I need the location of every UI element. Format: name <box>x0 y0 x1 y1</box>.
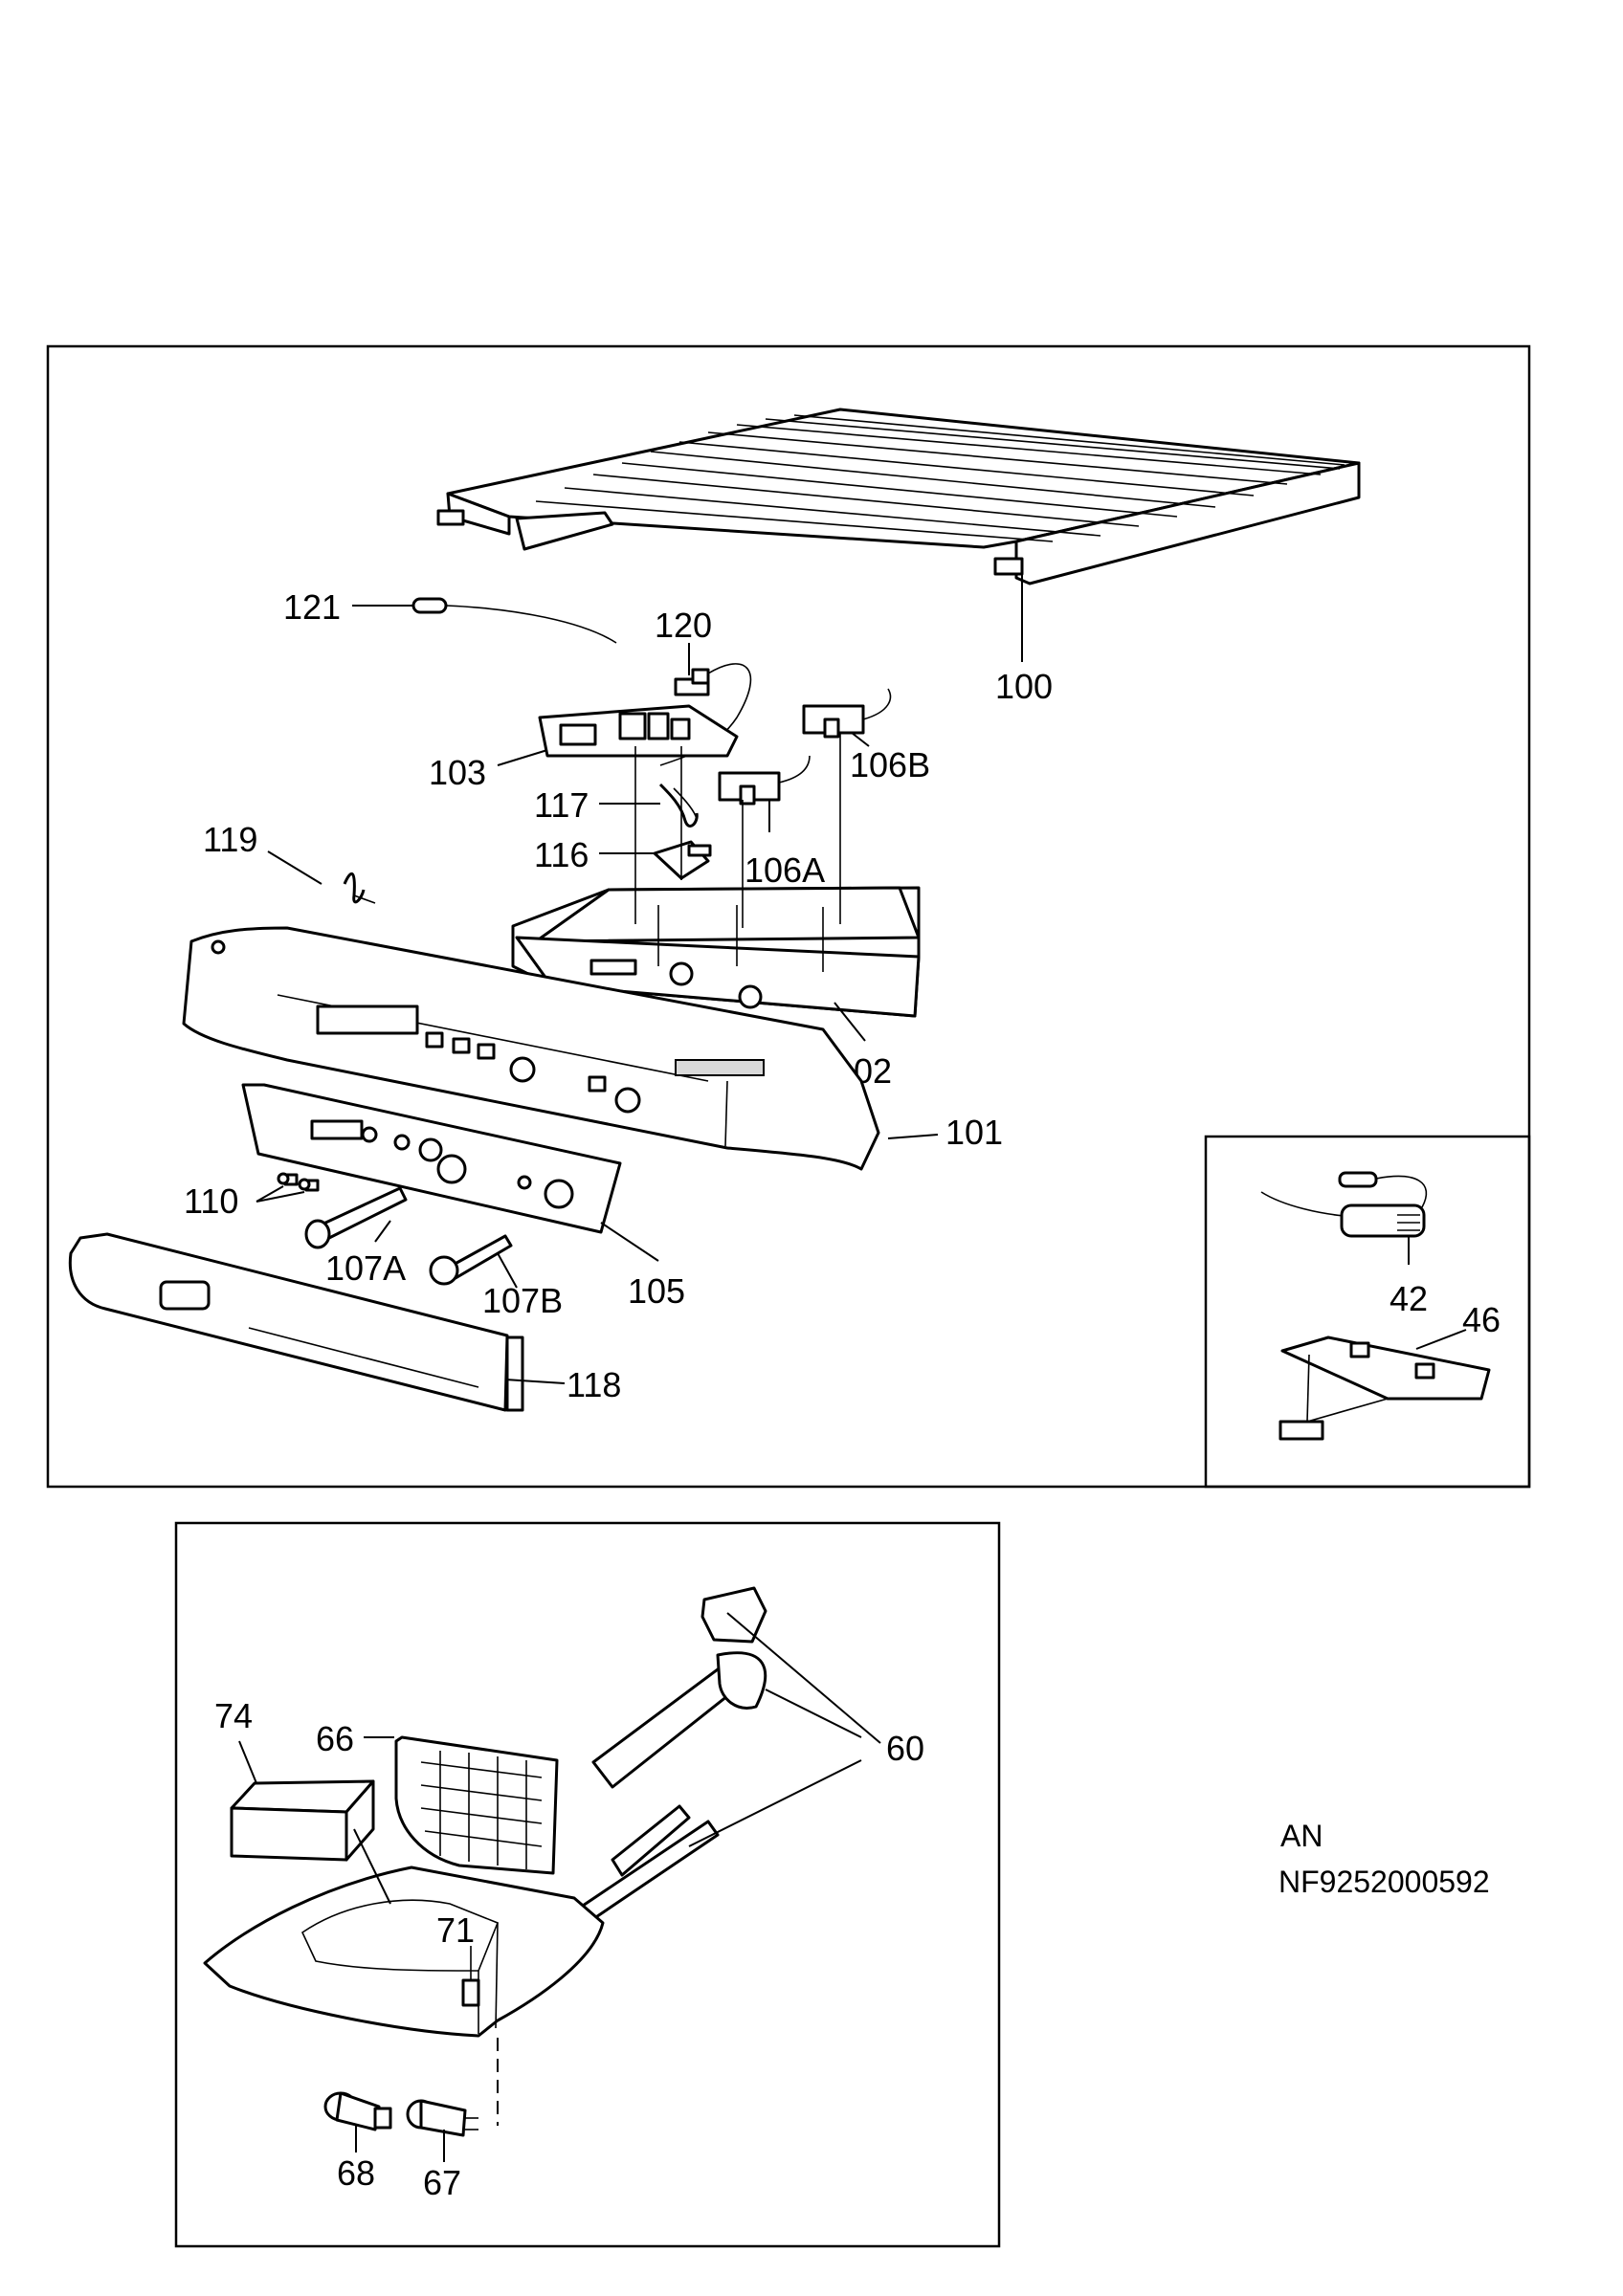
callout-106A: 106A <box>745 850 825 890</box>
callout-107A: 107A <box>325 1248 406 1288</box>
part-106B-module <box>802 688 892 739</box>
inset-panel-frame <box>1204 1135 1531 1489</box>
lower-panel-frame <box>174 1521 1001 2248</box>
part-110-knobs <box>277 1172 320 1192</box>
callout-67: 67 <box>423 2163 461 2202</box>
part-71-pin <box>461 1946 480 2007</box>
callout-110: 110 <box>184 1181 238 1221</box>
callout-105: 105 <box>628 1271 685 1311</box>
callout-120: 120 <box>655 606 712 645</box>
callout-117: 117 <box>534 785 589 825</box>
part-67-socket <box>406 2099 478 2137</box>
part-42-sensor-unit <box>1260 1171 1428 1238</box>
part-101-front-panel <box>182 926 880 1171</box>
part-120-connector <box>659 663 752 766</box>
part-107A-shaft <box>304 1186 408 1249</box>
part-68-bulb <box>323 2091 392 2131</box>
callout-101: 101 <box>945 1113 1003 1152</box>
callout-66: 66 <box>316 1719 354 1758</box>
callout-42: 42 <box>1390 1279 1428 1318</box>
callout-60: 60 <box>886 1729 924 1768</box>
callout-119: 119 <box>203 820 257 859</box>
part-121-sensor <box>411 597 617 644</box>
callout-121: 121 <box>283 587 341 627</box>
part-106A-module <box>718 755 811 806</box>
part-118-trim <box>68 1232 524 1412</box>
part-117-clip <box>658 783 699 828</box>
callout-107B: 107B <box>482 1281 563 1320</box>
part-103-board <box>538 704 739 758</box>
callout-46: 46 <box>1462 1300 1501 1339</box>
main-panel-frame <box>46 344 1531 1489</box>
callout-103: 103 <box>429 753 486 792</box>
callout-100: 100 <box>995 667 1053 706</box>
part-105-control-strip <box>241 1083 622 1234</box>
part-66-grille <box>394 1735 559 1875</box>
part-74-block <box>230 1779 375 1862</box>
part-116-holder <box>653 840 712 880</box>
callout-116: 116 <box>534 835 589 874</box>
document-variant: AN <box>1280 1819 1323 1853</box>
part-107B-shaft <box>429 1234 513 1286</box>
callout-71: 71 <box>436 1910 475 1950</box>
part-100-shelf <box>436 408 1361 585</box>
part-tray <box>203 1866 605 2038</box>
part-102-housing <box>511 886 921 1018</box>
part-119-spring <box>343 872 376 904</box>
callout-74: 74 <box>214 1696 253 1735</box>
document-code: NF9252000592 <box>1278 1865 1490 1899</box>
callout-106B: 106B <box>850 745 930 784</box>
part-60-rails <box>572 1586 767 1929</box>
callout-118: 118 <box>567 1365 621 1404</box>
callout-68: 68 <box>337 2153 375 2193</box>
part-46-bracket <box>1278 1336 1491 1441</box>
